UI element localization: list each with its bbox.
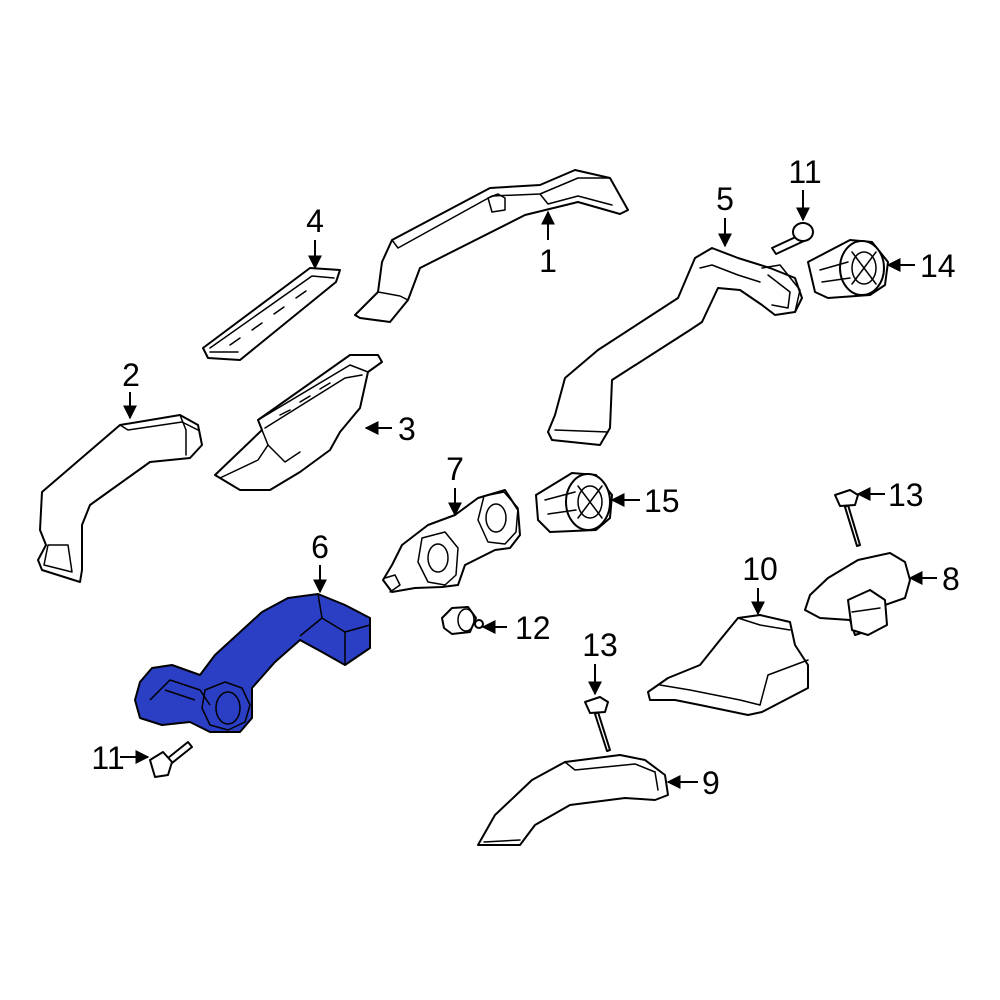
part-10-duct-block[interactable]	[647, 614, 809, 716]
callout-6: 6	[311, 529, 329, 565]
callout-8: 8	[942, 561, 960, 597]
callout-labels: 1 2 3 4 5 6 7 8 9 10 11 11 12 13 13 14 1…	[91, 154, 959, 801]
callout-7: 7	[446, 451, 464, 487]
part-15-round-vent[interactable]	[535, 472, 613, 533]
callout-11-lower: 11	[91, 740, 124, 776]
callout-4: 4	[306, 203, 324, 239]
part-8-bracket[interactable]	[804, 552, 911, 636]
callout-1: 1	[539, 243, 557, 279]
callout-5: 5	[716, 181, 734, 217]
part-11-screw-upper[interactable]	[771, 222, 814, 255]
callout-11-upper: 11	[788, 154, 821, 190]
part-11-screw-lower[interactable]	[149, 741, 193, 778]
part-7-vent-housing[interactable]	[382, 489, 521, 593]
leader-lines	[120, 190, 937, 789]
part-12-clip[interactable]	[441, 606, 484, 635]
callout-15: 15	[644, 483, 680, 519]
callout-13-upper: 13	[888, 477, 924, 513]
part-13-fastener-upper[interactable]	[834, 489, 861, 547]
part-14-round-vent[interactable]	[807, 239, 889, 299]
callout-9: 9	[702, 765, 720, 801]
callout-2: 2	[122, 357, 140, 393]
part-13-fastener-lower[interactable]	[584, 696, 611, 752]
part-6-duct-highlighted[interactable]	[134, 593, 371, 733]
callout-12: 12	[515, 610, 551, 646]
part-9-duct-lower[interactable]	[477, 754, 669, 846]
part-3-vent-assembly[interactable]	[214, 354, 383, 491]
part-4-vent-grille[interactable]	[202, 267, 341, 361]
part-2-duct[interactable]	[37, 414, 203, 583]
callout-3: 3	[398, 411, 416, 447]
part-5-duct[interactable]	[547, 247, 803, 446]
part-1-duct[interactable]	[354, 169, 629, 323]
callout-13-lower: 13	[582, 627, 618, 663]
callout-10: 10	[742, 551, 778, 587]
callout-14: 14	[920, 248, 956, 284]
